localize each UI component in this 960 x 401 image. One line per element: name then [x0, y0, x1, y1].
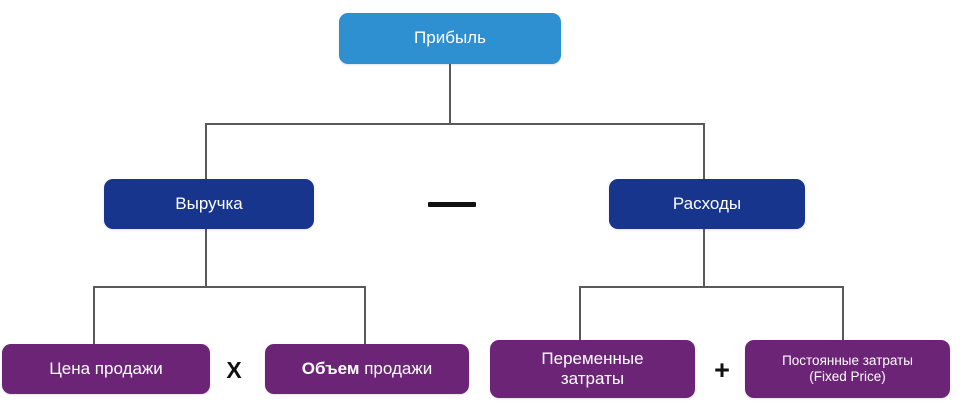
node-variable-costs-line2: затраты — [560, 369, 625, 388]
connector-revenue-stem — [205, 228, 207, 287]
node-profit[interactable]: Прибыль — [339, 13, 561, 64]
node-fixed-costs-line1: Постоянные затраты — [782, 353, 913, 369]
connector-expenses-bar — [579, 286, 843, 288]
connector-root-stem — [449, 63, 451, 124]
node-revenue[interactable]: Выручка — [104, 179, 314, 229]
connector-expenses-stem — [703, 228, 705, 287]
node-sale-volume[interactable]: Объем продажи — [265, 344, 469, 394]
node-sale-volume-label: Объем продажи — [302, 359, 432, 379]
operator-multiply: X — [226, 356, 242, 383]
node-sale-volume-label-rest: продажи — [359, 358, 433, 378]
node-sale-volume-label-bold: Объем — [301, 358, 360, 378]
node-variable-costs-label: Переменные затраты — [541, 349, 643, 389]
node-expenses-label: Расходы — [672, 193, 742, 213]
node-revenue-label: Выручка — [175, 193, 243, 213]
node-fixed-costs-label: Постоянные затраты (Fixed Price) — [782, 353, 913, 385]
node-variable-costs[interactable]: Переменные затраты — [490, 340, 695, 398]
connector-to-fixed-costs — [842, 286, 844, 345]
connector-to-variable-costs — [579, 286, 581, 345]
connector-to-expenses — [703, 123, 705, 180]
node-variable-costs-line1: Переменные — [541, 348, 644, 368]
operator-plus: + — [714, 354, 730, 385]
connector-revenue-bar — [93, 286, 366, 288]
operator-minus — [428, 202, 476, 207]
node-profit-label: Прибыль — [414, 28, 486, 48]
connector-to-sale-price — [93, 286, 95, 345]
node-fixed-costs-line2: (Fixed Price) — [809, 369, 886, 384]
connector-to-revenue — [205, 123, 207, 180]
node-fixed-costs[interactable]: Постоянные затраты (Fixed Price) — [745, 340, 950, 398]
node-sale-price[interactable]: Цена продажи — [2, 344, 210, 394]
connector-to-sale-volume — [364, 286, 366, 345]
node-expenses[interactable]: Расходы — [609, 179, 805, 229]
node-sale-price-label: Цена продажи — [49, 358, 163, 378]
connector-level2-bar — [205, 123, 705, 125]
